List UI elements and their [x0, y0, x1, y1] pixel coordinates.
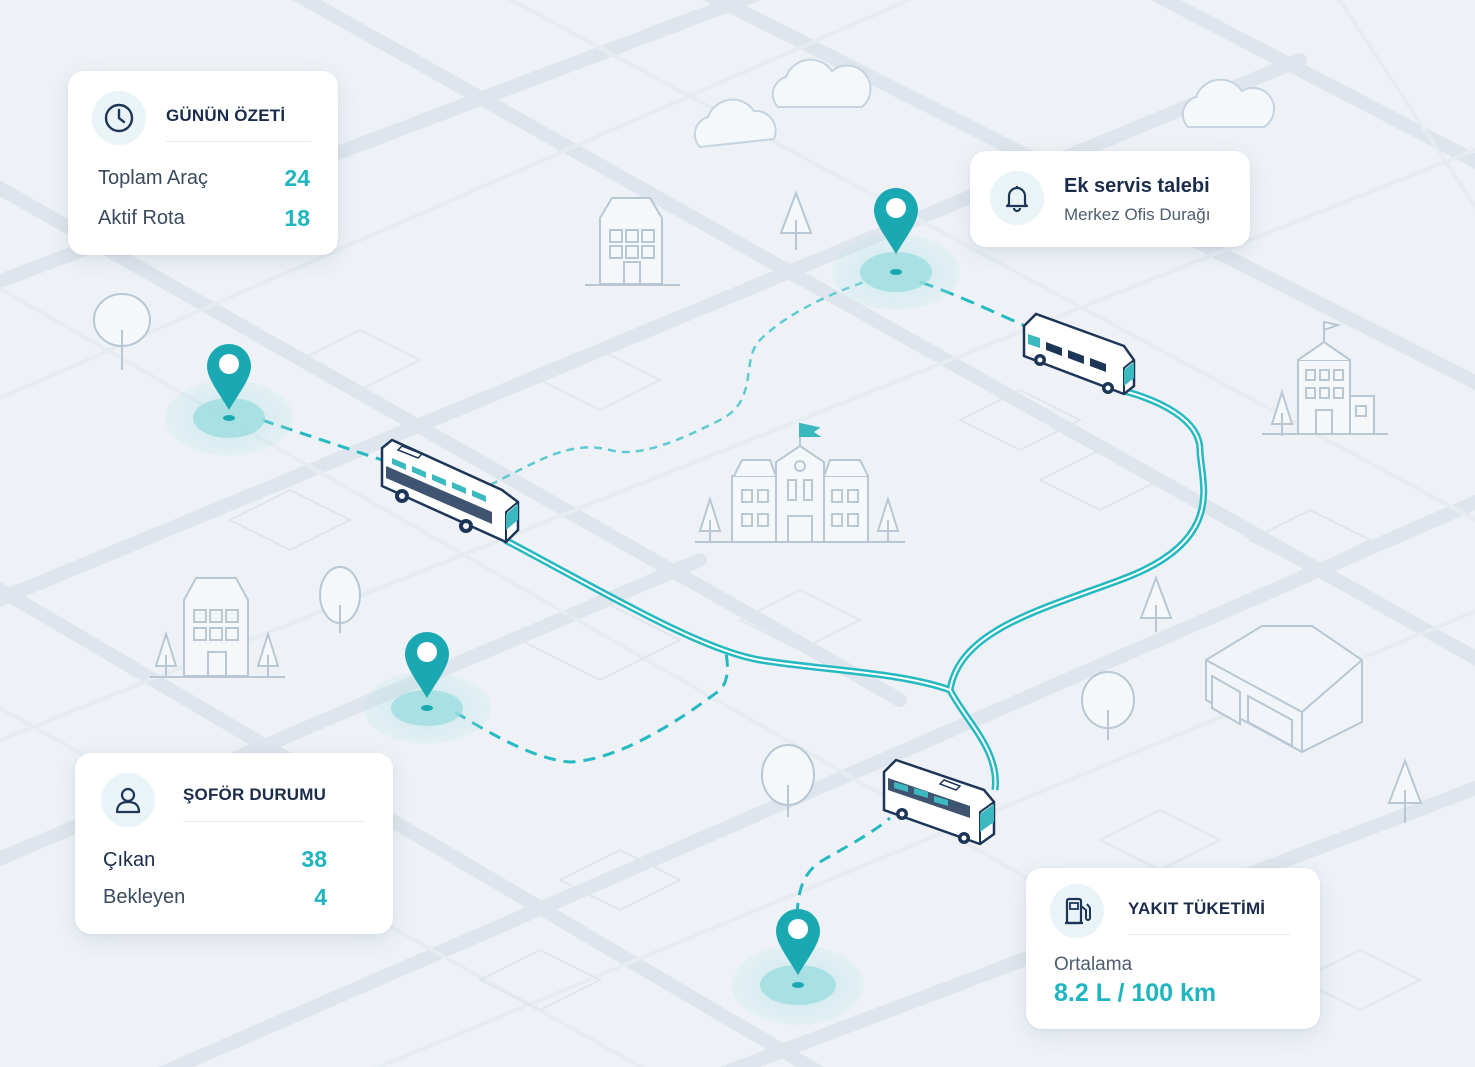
bus-icon[interactable] [882, 758, 996, 846]
map-pins[interactable] [165, 188, 960, 1025]
fuel-pump-icon [1050, 884, 1104, 938]
card-title: ŞOFÖR DURUMU [183, 785, 327, 804]
divider [1128, 934, 1290, 935]
city-blocks [227, 328, 1423, 1012]
bus-icon[interactable] [380, 438, 520, 544]
bus-icon[interactable] [1022, 312, 1136, 396]
departed-value: 38 [301, 846, 327, 872]
notification-title: Ek servis talebi [1064, 175, 1210, 197]
divider [166, 141, 311, 142]
daily-summary-card[interactable]: GÜNÜN ÖZETİ Toplam Araç 24 Aktif Rota 18 [68, 71, 338, 255]
route-dashed-4 [454, 649, 729, 764]
waiting-value: 4 [314, 884, 327, 910]
bell-icon [990, 171, 1044, 225]
building-icon [585, 197, 680, 286]
active-routes-value: 18 [284, 205, 310, 231]
school-building-icon [695, 422, 905, 543]
card-title: YAKIT TÜKETİMİ [1128, 899, 1266, 918]
tree-icons [93, 190, 1423, 823]
total-vehicles-label: Toplam Araç [98, 167, 209, 189]
waiting-label: Bekleyen [103, 886, 186, 908]
stop-pin[interactable] [732, 909, 864, 1025]
building-icon [150, 577, 285, 678]
total-vehicles-value: 24 [284, 165, 310, 191]
divider [183, 821, 365, 822]
route-dashed-5 [795, 816, 891, 936]
card-title: GÜNÜN ÖZETİ [166, 106, 286, 125]
average-label: Ortalama [1054, 954, 1133, 975]
route-south [946, 688, 999, 791]
service-request-notification[interactable]: Ek servis talebi Merkez Ofis Durağı [970, 151, 1250, 247]
warehouse-icon [1205, 625, 1363, 754]
route-lines [261, 278, 1208, 936]
notification-subtitle: Merkez Ofis Durağı [1064, 205, 1211, 224]
user-icon [101, 773, 155, 827]
driver-status-card[interactable]: ŞOFÖR DURUMU Çıkan 38 Bekleyen 4 [75, 753, 393, 934]
stop-pin[interactable] [165, 344, 293, 456]
stop-pin[interactable] [832, 188, 960, 310]
clock-icon [92, 91, 146, 145]
departed-label: Çıkan [103, 849, 156, 871]
stop-pin[interactable] [363, 632, 491, 744]
route-dashed-2 [489, 278, 871, 487]
office-building-icon [1262, 320, 1388, 435]
active-routes-label: Aktif Rota [98, 207, 185, 229]
cloud-icon [693, 58, 1276, 149]
fuel-consumption-card[interactable]: YAKIT TÜKETİMİ Ortalama 8.2 L / 100 km [1026, 868, 1320, 1029]
average-value: 8.2 L / 100 km [1054, 979, 1217, 1007]
